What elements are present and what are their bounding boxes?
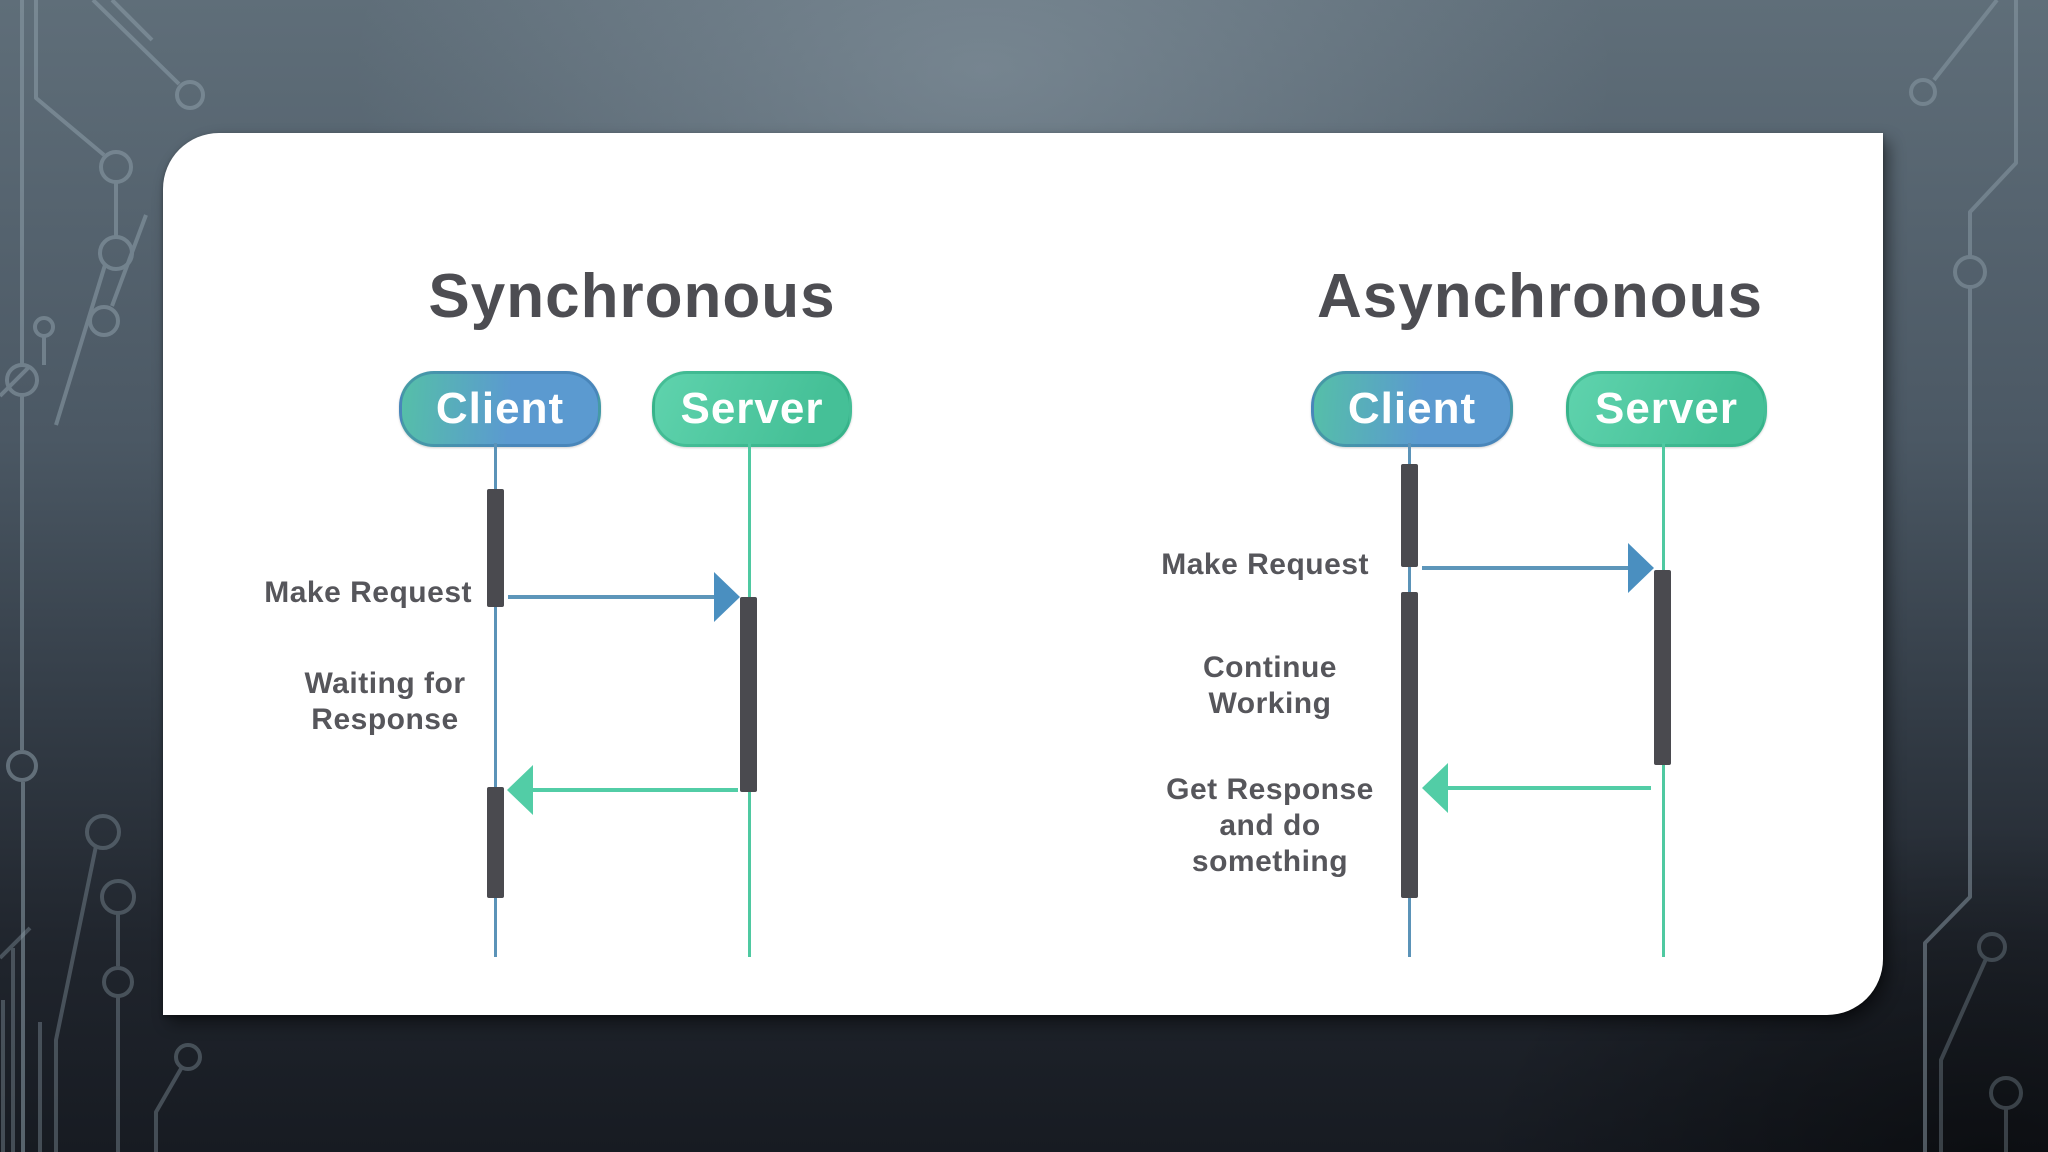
message-label-make-request: Make Request <box>264 576 472 609</box>
actor-pill-server: Server <box>652 371 852 447</box>
circuit-pattern-top-left <box>0 0 205 1152</box>
request-arrow-line <box>1422 566 1628 570</box>
note-continue-working: Continue Working <box>1203 651 1337 720</box>
circuit-pattern-bottom-right <box>1939 932 2023 1152</box>
actor-label-client: Client <box>435 384 565 433</box>
activation-bar-client-2 <box>1401 592 1418 898</box>
actor-label-client: Client <box>1347 384 1477 433</box>
diagram-title-synchronous: Synchronous <box>428 262 836 331</box>
circuit-pattern-top-right <box>1909 0 2018 1152</box>
response-arrowhead-icon <box>507 765 533 815</box>
content-card: Synchronous Client Server Make Request W… <box>163 133 1883 1015</box>
note-waiting-for-response: Waiting for Response <box>304 667 466 736</box>
activation-bar-server <box>1654 570 1671 765</box>
response-arrowhead-icon <box>1422 763 1448 813</box>
response-arrow-line <box>533 788 738 792</box>
activation-bar-client-1 <box>487 489 504 607</box>
actor-pill-client: Client <box>1311 371 1513 447</box>
response-arrow-line <box>1448 786 1651 790</box>
lifeline-client <box>494 443 497 957</box>
request-arrowhead-icon <box>1628 543 1654 593</box>
activation-bar-client-1 <box>1401 464 1418 567</box>
actor-pill-client: Client <box>399 371 601 447</box>
circuit-pattern-bottom-left <box>0 814 202 1152</box>
diagram-title-asynchronous: Asynchronous <box>1316 262 1764 331</box>
request-arrow-line <box>508 595 714 599</box>
actor-pill-server: Server <box>1566 371 1767 447</box>
actor-label-server: Server <box>680 384 824 433</box>
activation-bar-server <box>740 597 757 792</box>
activation-bar-client-2 <box>487 787 504 898</box>
message-label-make-request: Make Request <box>1161 548 1369 581</box>
message-label-get-response: Get Response and do something <box>1166 773 1374 878</box>
actor-label-server: Server <box>1594 384 1738 433</box>
request-arrowhead-icon <box>714 572 740 622</box>
